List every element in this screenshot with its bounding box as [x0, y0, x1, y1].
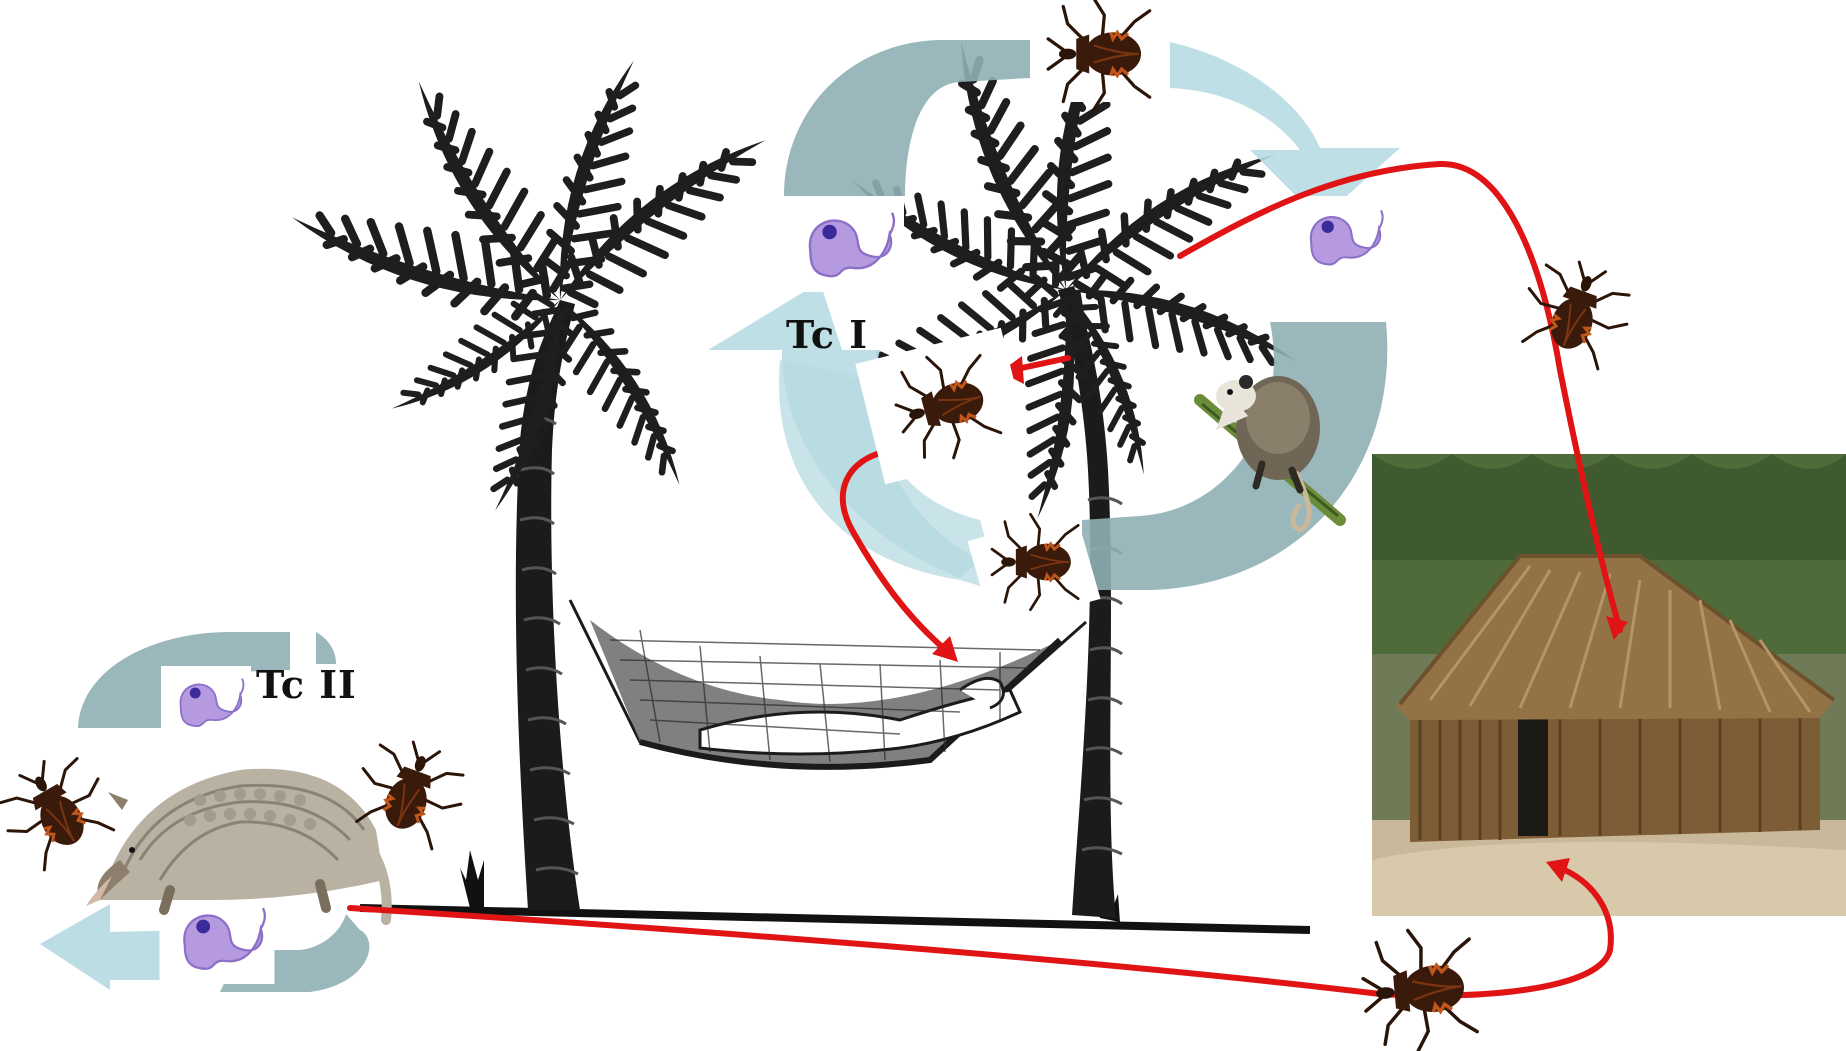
- armadillo-icon: [86, 769, 387, 920]
- triatomine-bug-icon: [0, 742, 124, 875]
- trypanosome-icon: [160, 892, 275, 984]
- trypanosome-icon: [161, 666, 251, 738]
- trypanosome-icon: [1289, 196, 1392, 278]
- tc2-label: Tc II: [256, 662, 357, 707]
- triatomine-bug-icon: [967, 510, 1100, 629]
- thatched-hut-icon: [1372, 454, 1846, 916]
- triatomine-bug-icon: [1359, 925, 1478, 1051]
- triatomine-bug-icon: [1511, 249, 1641, 373]
- cycle-arrow: [1170, 42, 1400, 220]
- cycle-arrow: [316, 632, 336, 664]
- triatomine-bug-icon: [855, 328, 1031, 485]
- triatomine-bug-icon: [1032, 0, 1168, 110]
- cycle-arrow: [1082, 322, 1387, 590]
- trypanosome-icon: [784, 196, 904, 292]
- tc1-label: Tc I: [786, 312, 868, 357]
- palm-tree-icon: [283, 53, 787, 910]
